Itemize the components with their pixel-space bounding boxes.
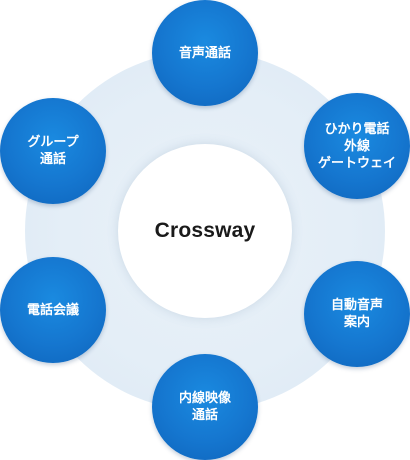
node-auto-voice-guide: 自動音声 案内 xyxy=(304,261,410,367)
node-conference-call: 電話会議 xyxy=(0,257,106,363)
node-voice-call: 音声通話 xyxy=(152,0,258,106)
node-label: 電話会議 xyxy=(26,302,79,318)
node-group-call: グループ 通話 xyxy=(0,98,106,204)
node-label: ひかり電話 外線 ゲートウェイ xyxy=(317,121,396,171)
node-label: 自動音声 案内 xyxy=(330,298,383,330)
center-hub: Crossway xyxy=(118,144,292,318)
node-extension-video-call: 内線映像 通話 xyxy=(152,354,258,460)
node-label: 音声通話 xyxy=(178,45,231,61)
node-hikari-gateway: ひかり電話 外線 ゲートウェイ xyxy=(304,93,410,199)
node-label: 内線映像 通話 xyxy=(178,391,231,423)
node-label: グループ 通話 xyxy=(27,135,79,167)
center-label: Crossway xyxy=(154,219,256,242)
